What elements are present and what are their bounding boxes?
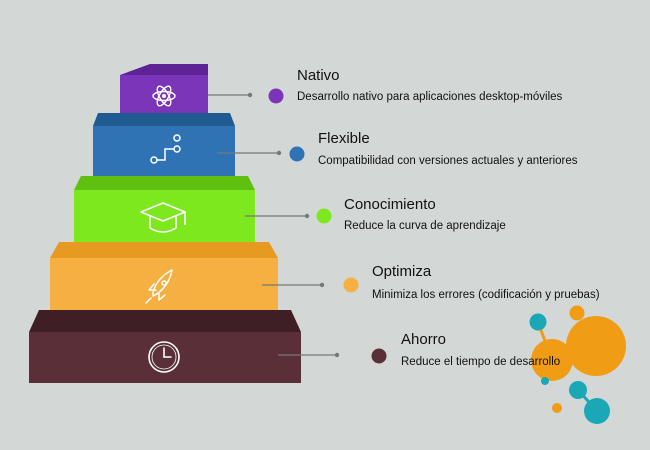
molecule-decoration bbox=[529, 305, 626, 424]
bullet-ahorro bbox=[371, 348, 387, 364]
step-optimiza bbox=[50, 242, 278, 310]
bullet-nativo bbox=[268, 88, 284, 104]
atom-icon bbox=[152, 85, 176, 107]
graduation-cap-icon bbox=[140, 202, 186, 233]
step-top-face bbox=[120, 64, 208, 75]
step-top-face bbox=[93, 113, 235, 126]
connector-nativo bbox=[208, 88, 284, 104]
step-description-nativo: Desarrollo nativo para aplicaciones desk… bbox=[297, 91, 563, 103]
step-title-nativo: Nativo bbox=[297, 67, 340, 84]
step-front-face bbox=[93, 126, 235, 176]
connector-optimiza bbox=[262, 277, 359, 293]
connector-ahorro bbox=[278, 348, 387, 364]
step-title-conocimiento: Conocimiento bbox=[344, 196, 436, 213]
step-top-face bbox=[74, 176, 255, 190]
connector-conocimiento bbox=[245, 208, 332, 224]
step-flexible bbox=[93, 113, 235, 176]
step-top-face bbox=[50, 242, 278, 258]
connector-flexible bbox=[217, 146, 305, 162]
step-title-optimiza: Optimiza bbox=[372, 263, 432, 280]
step-description-optimiza: Minimiza los errores (codificación y pru… bbox=[372, 289, 600, 301]
rocket-icon bbox=[145, 269, 173, 304]
step-title-ahorro: Ahorro bbox=[401, 331, 447, 348]
step-title-flexible: Flexible bbox=[318, 130, 370, 147]
clock-icon bbox=[148, 341, 180, 373]
step-top-face bbox=[29, 310, 301, 332]
step-conocimiento bbox=[74, 176, 255, 242]
step-front-face bbox=[50, 258, 278, 310]
step-description-ahorro: Reduce el tiempo de desarrollo bbox=[401, 356, 561, 368]
step-description-conocimiento: Reduce la curva de aprendizaje bbox=[344, 220, 506, 232]
step-front-face bbox=[74, 190, 255, 242]
bullet-flexible bbox=[289, 146, 305, 162]
bullet-optimiza bbox=[343, 277, 359, 293]
step-nativo bbox=[120, 64, 208, 115]
circuit-icon bbox=[150, 134, 181, 164]
step-description-flexible: Compatibilidad con versiones actuales y … bbox=[318, 155, 578, 167]
bullet-conocimiento bbox=[316, 208, 332, 224]
